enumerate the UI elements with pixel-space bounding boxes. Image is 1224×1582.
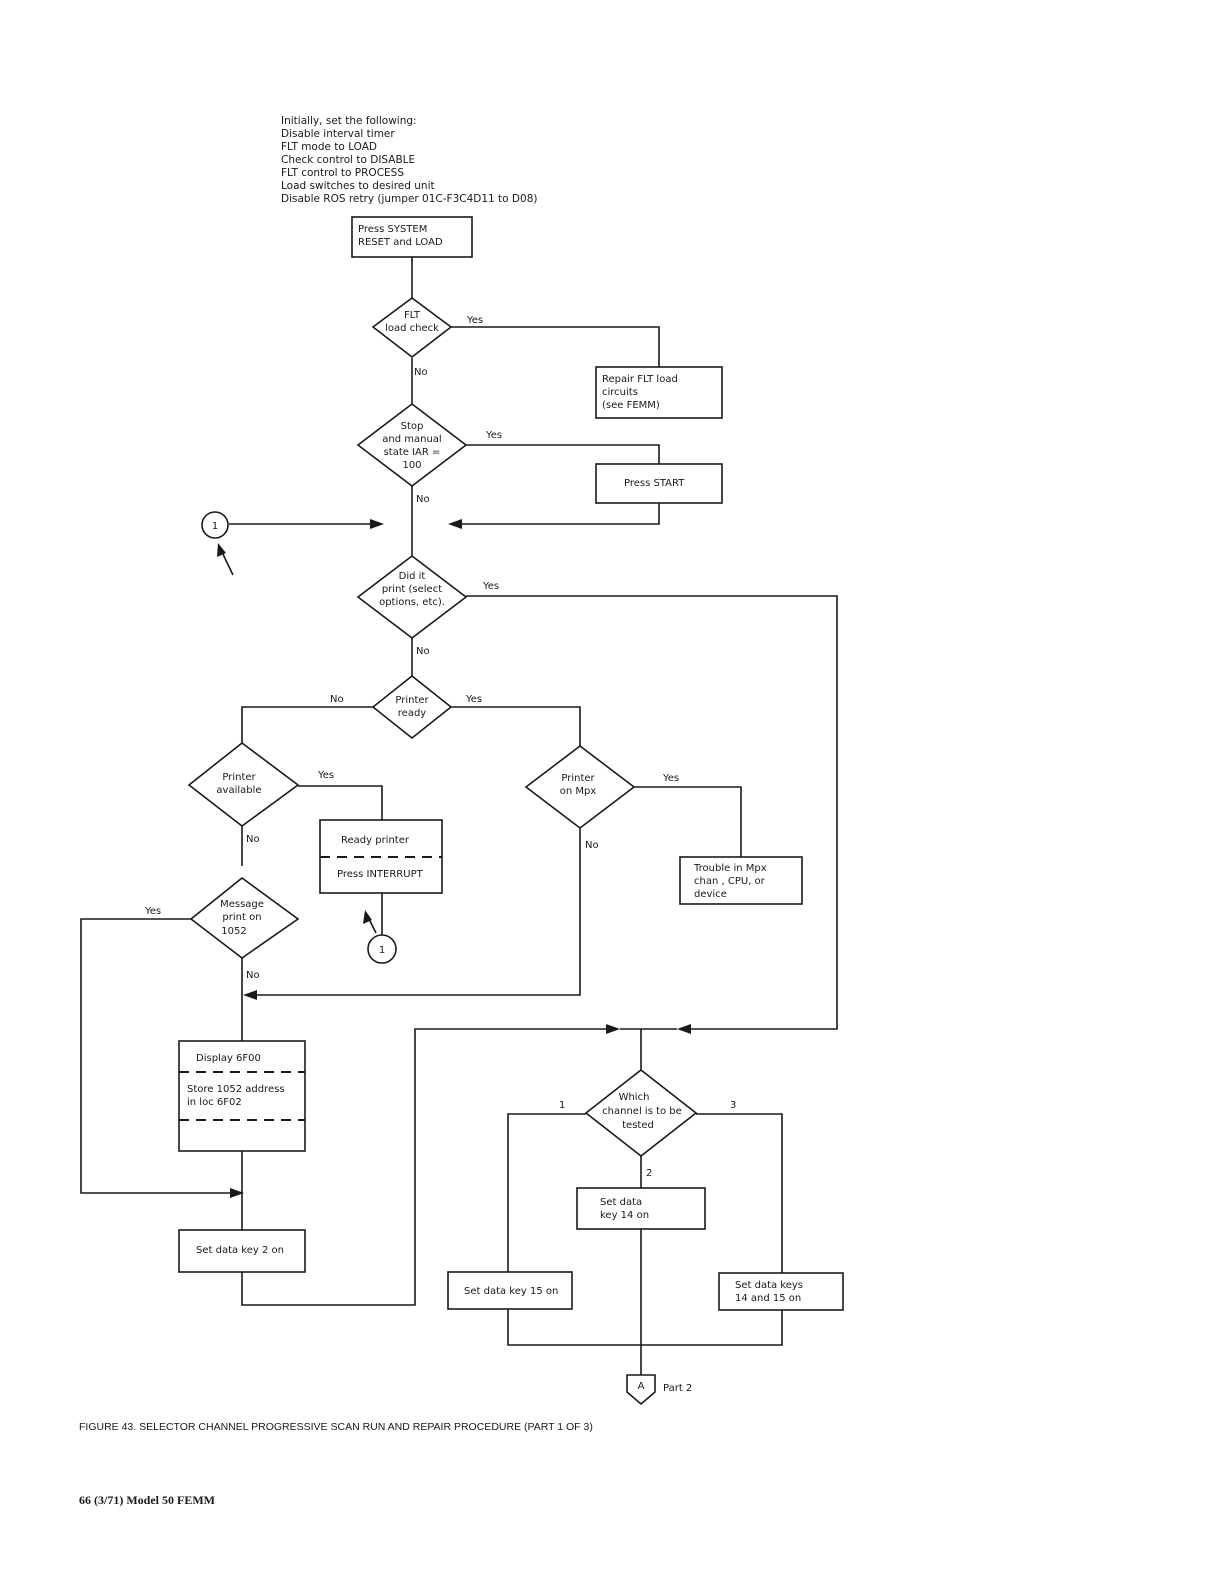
box-text: chan , CPU, or [694, 876, 766, 887]
branch-labels: Yes No Yes No Yes No No Yes Yes No Yes N… [144, 315, 736, 1179]
box-text: Set data keys [735, 1280, 803, 1291]
intro-line: FLT control to PROCESS [281, 167, 404, 179]
decision-stop-manual: Stop and manual state IAR = 100 [356, 402, 468, 488]
label-no: No [330, 694, 344, 705]
decision-flt-load-check: FLT load check [371, 297, 453, 359]
decision-printer-ready: Printer ready [371, 674, 453, 740]
box-repair-flt: Repair FLT load circuits (see FEMM) [595, 366, 723, 419]
connector-entry-1: 1 [201, 511, 229, 539]
decision-did-it-print: Did it print (select options, etc). [356, 554, 468, 640]
label-yes: Yes [317, 770, 334, 781]
decision-text: on Mpx [560, 786, 597, 797]
label-no: No [414, 367, 428, 378]
label-channel-1: 1 [559, 1100, 565, 1111]
box-text: Store 1052 address [187, 1084, 285, 1095]
decision-message-print: Message print on 1052 [189, 876, 300, 959]
intro-line: Check control to DISABLE [281, 154, 415, 166]
offpage-connector-a: A Part 2 [626, 1374, 692, 1406]
label-no: No [416, 494, 430, 505]
label-yes: Yes [485, 430, 502, 441]
decision-text: tested [622, 1120, 654, 1131]
box-display-store: Display 6F00 Store 1052 address in loc 6… [178, 1040, 306, 1152]
box-text: (see FEMM) [602, 400, 660, 411]
decision-text: print (select [382, 584, 442, 595]
box-text: in loc 6F02 [187, 1097, 242, 1108]
decision-text: Did it [399, 571, 426, 582]
intro-line: Load switches to desired unit [281, 180, 435, 192]
flow-lines [80, 257, 838, 1375]
decision-text: and manual [382, 434, 441, 445]
box-text: Set data key 2 on [196, 1245, 284, 1256]
box-text: Display 6F00 [196, 1053, 261, 1064]
box-text: Ready printer [341, 835, 410, 846]
box-trouble-mpx: Trouble in Mpx chan , CPU, or device [679, 856, 803, 905]
connector-text: 1 [212, 521, 218, 532]
decision-text: state IAR = [384, 447, 441, 458]
label-yes: Yes [465, 694, 482, 705]
connector-text: 1 [379, 945, 385, 956]
box-text: key 14 on [600, 1210, 649, 1221]
label-yes: Yes [466, 315, 483, 326]
decision-text: 100 [402, 460, 421, 471]
box-press-start: Press START [595, 463, 723, 504]
label-no: No [246, 834, 260, 845]
connector-text: A [638, 1381, 645, 1392]
figure-caption: FIGURE 43. SELECTOR CHANNEL PROGRESSIVE … [79, 1421, 593, 1433]
decision-text: FLT [404, 310, 421, 321]
box-text: 14 and 15 on [735, 1293, 801, 1304]
decision-text: available [216, 785, 261, 796]
box-text: Repair FLT load [602, 374, 678, 385]
arrowheads [217, 519, 691, 1198]
box-text: Press SYSTEM [358, 224, 427, 235]
box-text: device [694, 889, 727, 900]
intro-line: FLT mode to LOAD [281, 141, 377, 153]
box-set-key2: Set data key 2 on [178, 1229, 306, 1273]
decision-text: Printer [395, 695, 429, 706]
decision-text: load check [385, 323, 439, 334]
decision-text: channel is to be [602, 1106, 682, 1117]
box-text: Set data key 15 on [464, 1286, 558, 1297]
decision-text: Printer [222, 772, 256, 783]
decision-which-channel: Which channel is to be tested [584, 1068, 698, 1158]
decision-text: ready [398, 708, 427, 719]
intro-line: Disable ROS retry (jumper 01C-F3C4D11 to… [281, 193, 537, 205]
decision-text: Which [619, 1092, 650, 1103]
box-text: Press INTERRUPT [337, 869, 424, 880]
box-text: Trouble in Mpx [693, 863, 767, 874]
decision-text: options, etc). [379, 597, 445, 608]
label-no: No [416, 646, 430, 657]
decision-text: Stop [401, 421, 424, 432]
label-channel-2: 2 [646, 1168, 652, 1179]
box-set-key15: Set data key 15 on [447, 1271, 573, 1310]
label-yes: Yes [482, 581, 499, 592]
box-text: Set data [600, 1197, 642, 1208]
box-press-reset: Press SYSTEM RESET and LOAD [351, 216, 473, 258]
intro-line: Disable interval timer [281, 128, 395, 140]
label-channel-3: 3 [730, 1100, 736, 1111]
box-text: circuits [602, 387, 638, 398]
label-yes: Yes [662, 773, 679, 784]
decision-text: Printer [561, 773, 595, 784]
intro-notes: Initially, set the following: Disable in… [281, 115, 537, 205]
box-set-keys-14-15: Set data keys 14 and 15 on [718, 1272, 844, 1311]
page-footer: 66 (3/71) Model 50 FEMM [79, 1493, 215, 1507]
decision-printer-available: Printer available [187, 741, 300, 828]
intro-line: Initially, set the following: [281, 115, 417, 127]
box-set-key14: Set data key 14 on [576, 1187, 706, 1230]
decision-printer-on-mpx: Printer on Mpx [524, 744, 636, 830]
box-text: RESET and LOAD [358, 237, 443, 248]
label-yes: Yes [144, 906, 161, 917]
label-no: No [246, 970, 260, 981]
box-ready-printer: Ready printer Press INTERRUPT [319, 819, 443, 894]
connector-return-1: 1 [367, 934, 397, 964]
label-no: No [585, 840, 599, 851]
decision-text: Message [220, 899, 264, 910]
decision-text: 1052 [221, 926, 246, 937]
box-text: Press START [624, 478, 685, 489]
decision-text: print on [222, 912, 261, 923]
offpage-label: Part 2 [663, 1383, 692, 1394]
